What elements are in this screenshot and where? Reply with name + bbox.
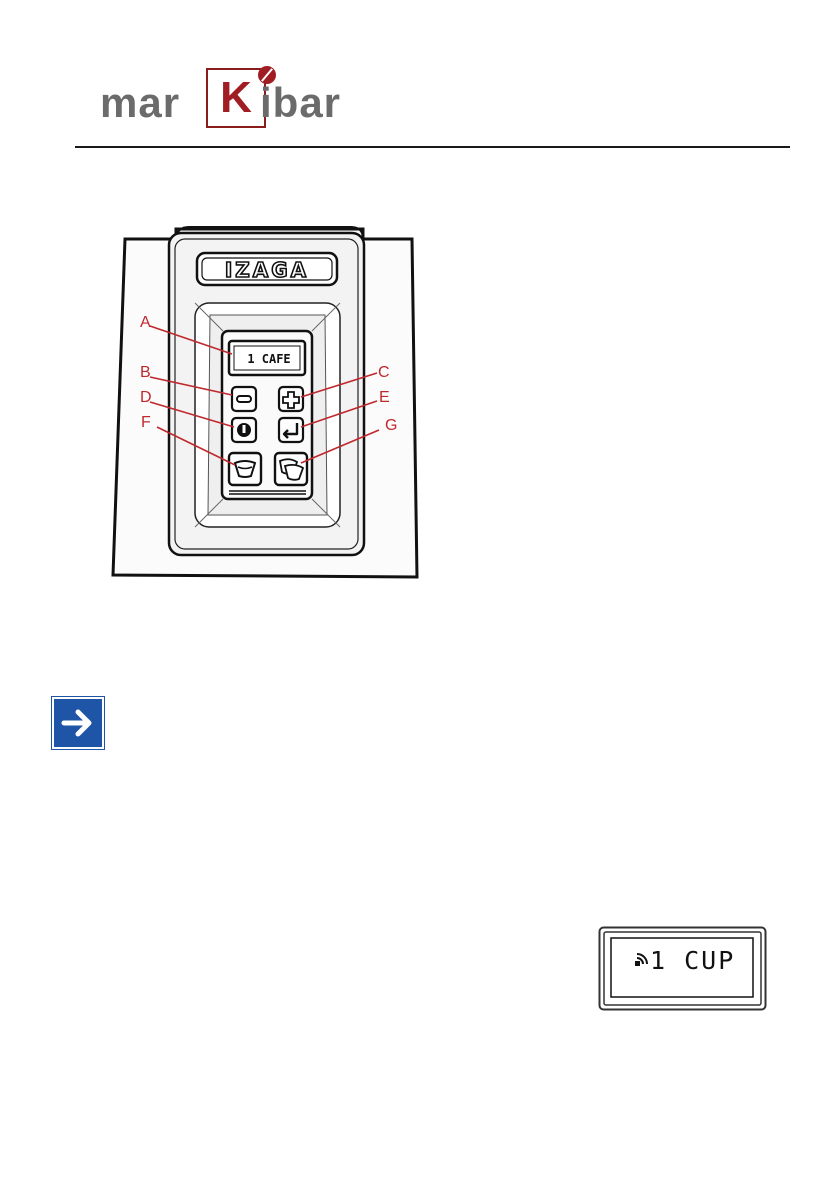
callout-b: B	[140, 364, 151, 381]
brand-plate: IZAGA	[197, 253, 337, 285]
logo-k-letter: K	[208, 76, 264, 120]
single-cup-button[interactable]	[229, 453, 261, 485]
callout-a: A	[140, 314, 151, 331]
display-window: 1 CAFE	[229, 341, 305, 375]
minus-button[interactable]	[232, 387, 256, 411]
lcd-display-example: 1 CUP	[598, 926, 767, 1011]
lcd-text: 1 CUP	[650, 946, 735, 975]
callout-f: F	[141, 414, 151, 431]
logo-k-box: K	[206, 68, 266, 128]
control-panel-diagram: IZAGA 1 CAFE	[105, 215, 450, 590]
callout-d: D	[140, 389, 152, 406]
display-text: 1 CAFE	[247, 352, 290, 366]
double-cup-button[interactable]	[275, 453, 307, 485]
arrow-right-icon	[52, 697, 104, 749]
callout-e: E	[379, 389, 390, 406]
callout-g: G	[385, 417, 397, 434]
enter-button[interactable]	[279, 418, 303, 442]
markibar-logo: mar K ibar	[100, 68, 390, 130]
logo-text-ibar: ibar	[260, 82, 341, 124]
power-button[interactable]	[232, 418, 256, 442]
callout-c: C	[378, 364, 390, 381]
logo-text-mar: mar	[100, 82, 180, 124]
brand-plate-text: IZAGA	[225, 258, 309, 282]
plus-button[interactable]	[279, 387, 303, 411]
header-divider	[75, 146, 790, 148]
